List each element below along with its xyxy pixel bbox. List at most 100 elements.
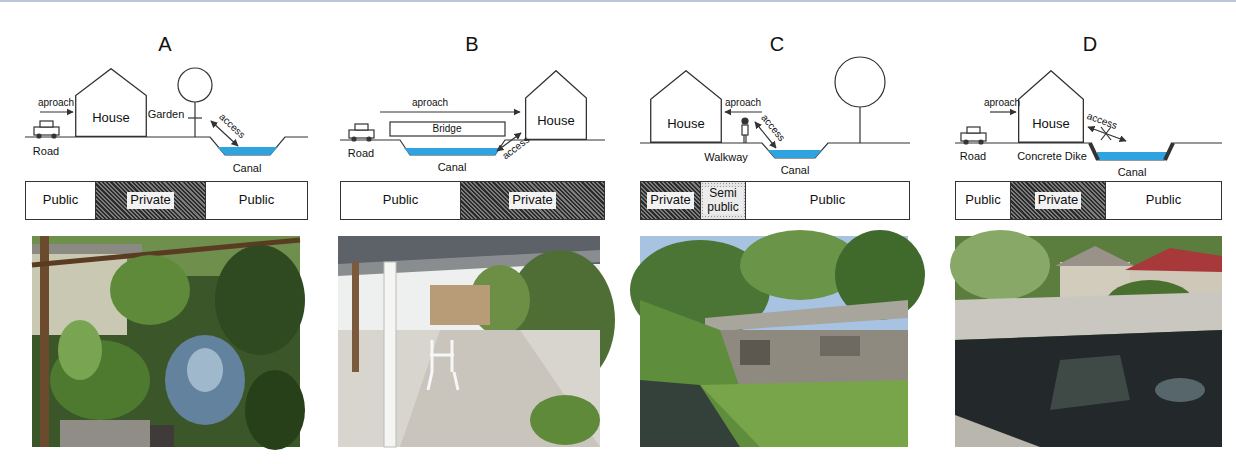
- photo-a-part: [60, 420, 150, 447]
- section-a-part: [188, 117, 202, 118]
- car-icon-part: [40, 121, 53, 127]
- sketch-label: access: [501, 135, 532, 162]
- photo-c-part: [710, 330, 908, 385]
- sketch-label: Canal: [1118, 167, 1147, 178]
- photo-b-part: [430, 285, 490, 325]
- photo-c-part: [640, 380, 740, 447]
- section-b-part: [340, 140, 605, 155]
- zone-cell: Semi public: [700, 181, 746, 220]
- zone-cell: Public: [745, 181, 910, 220]
- car-icon-part: [52, 134, 56, 138]
- zone-cell: Public: [205, 181, 308, 220]
- zone-label: Private: [1035, 192, 1081, 208]
- section-b-part: [404, 148, 501, 155]
- panel-letter: B: [465, 34, 478, 54]
- car-icon-part: [37, 134, 41, 138]
- photo-d-part: [955, 415, 1040, 447]
- section-a-part: [194, 102, 195, 137]
- car-icon-part: [964, 140, 968, 144]
- person-icon-part: [742, 118, 748, 124]
- sketch-label: access: [217, 112, 247, 141]
- house-outline-path: [526, 71, 587, 140]
- section-d-part: [955, 143, 1222, 160]
- house-shape: House: [1018, 70, 1084, 143]
- car-icon: [349, 124, 374, 141]
- sketch-label: aproach: [412, 98, 448, 108]
- section-d-part: [1097, 152, 1167, 160]
- sketch-label: aproach: [984, 98, 1020, 108]
- car-icon-part: [355, 124, 368, 130]
- house-outline-path: [1019, 71, 1084, 143]
- sketch-label: access: [759, 113, 786, 143]
- photo-a-part: [165, 335, 245, 425]
- zone-cell: Public: [955, 181, 1011, 220]
- panel-letter: A: [158, 34, 171, 54]
- photo-a-part: [187, 348, 223, 392]
- house-outline: [1018, 70, 1084, 143]
- house-outline: [525, 70, 587, 140]
- section-b-part: [380, 111, 520, 112]
- section-d-part: [1088, 127, 1126, 141]
- zone-label: Semi public: [703, 187, 743, 213]
- sketch-label: Road: [33, 146, 59, 157]
- panel-letter: D: [1083, 34, 1097, 54]
- house-shape: House: [525, 70, 587, 140]
- section-a-part: [25, 137, 308, 155]
- car-icon-part: [367, 137, 371, 141]
- zone-cell: Private: [460, 181, 605, 220]
- house-outline-path: [76, 69, 147, 137]
- zone-cell: Public: [25, 181, 96, 220]
- photo-d-part: [1055, 246, 1135, 266]
- section-a-part: [178, 68, 212, 102]
- photo-b-part-part: [428, 340, 458, 390]
- person-icon-part: [743, 135, 744, 143]
- photo-d-part: [1155, 378, 1205, 402]
- house-outline: [75, 68, 147, 137]
- top-rule: [0, 0, 1236, 2]
- person-icon: [742, 118, 748, 143]
- house-label: House: [1032, 116, 1070, 131]
- photo-c-part: [820, 336, 860, 356]
- car-icon-part: [979, 140, 983, 144]
- photo-d-part: [1125, 248, 1222, 272]
- sketch-label: aproach: [38, 98, 74, 108]
- photo-a: [32, 236, 305, 450]
- house-label: House: [92, 110, 130, 125]
- section-a-part: [40, 111, 73, 112]
- sketch-label: Garden: [148, 109, 185, 120]
- photo-b: [338, 236, 615, 447]
- house-label: House: [667, 116, 705, 131]
- house-outline-path: [651, 71, 722, 143]
- car-icon: [34, 121, 59, 138]
- zone-cell: Private: [640, 181, 701, 220]
- sketch-label: Canal: [438, 162, 467, 173]
- section-a: [25, 68, 308, 155]
- section-c-part: [725, 111, 762, 112]
- photo-b-part: [530, 395, 600, 445]
- zone-label: Public: [810, 193, 845, 207]
- zone-label: Public: [43, 193, 78, 207]
- zone-cell: Public: [340, 181, 461, 220]
- photo-b-part: [384, 262, 396, 447]
- sketch-label: Walkway: [704, 152, 748, 163]
- zone-cell: Public: [1105, 181, 1222, 220]
- zone-label: Private: [647, 192, 693, 208]
- zone-cell: Private: [95, 181, 206, 220]
- car-icon: [961, 127, 986, 144]
- sketch-label: Canal: [781, 165, 810, 176]
- photo-b-part: [352, 262, 359, 372]
- zone-label: Private: [127, 192, 173, 208]
- section-d-part: [990, 111, 1016, 112]
- car-icon-part: [967, 127, 980, 133]
- zone-label: Public: [1146, 193, 1181, 207]
- section-d-part: [1090, 143, 1098, 160]
- zone-label: Public: [965, 193, 1000, 207]
- photo-b-part: [338, 330, 600, 447]
- photo-a-part: [150, 425, 174, 447]
- photo-a-part: [245, 370, 305, 450]
- photo-a-part: [58, 320, 102, 380]
- sketch-label: aproach: [725, 98, 761, 108]
- photo-d-part: [1050, 355, 1130, 410]
- section-c-part: [640, 143, 910, 158]
